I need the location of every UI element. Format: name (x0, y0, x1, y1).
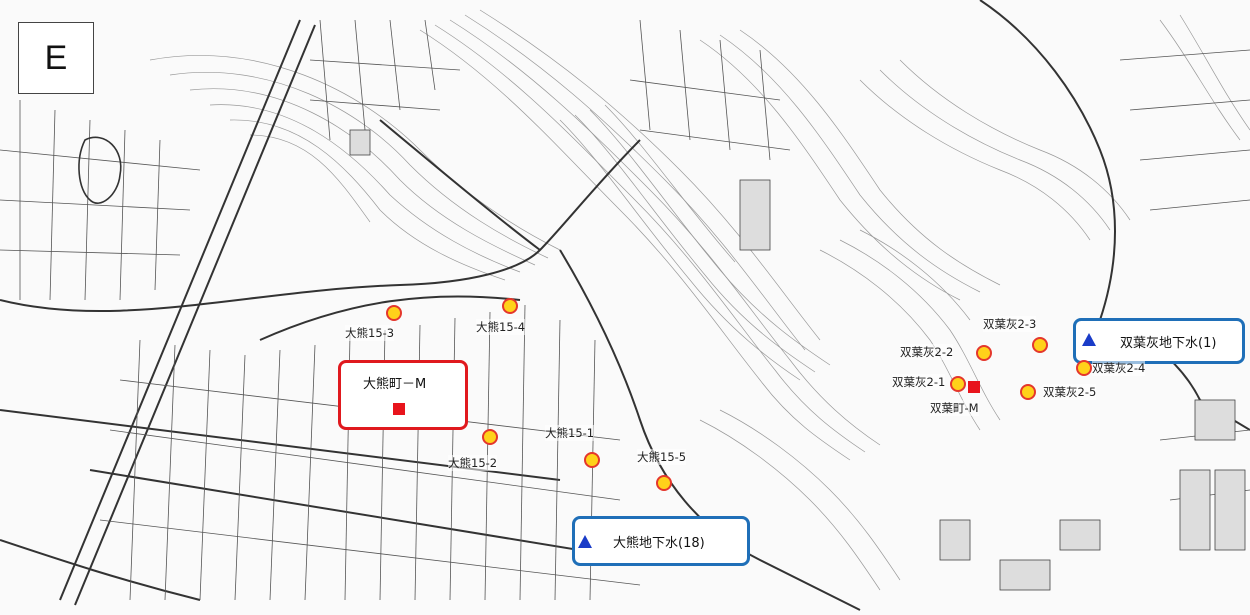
secondary-site-label: 双葉町-M (930, 400, 979, 416)
triangle-marker-icon (578, 535, 592, 548)
sampling-point-label: 大熊15-2 (448, 455, 498, 471)
circle-marker-icon[interactable] (1032, 337, 1048, 353)
contour-lines (149, 9, 1250, 591)
circle-marker-icon[interactable] (1076, 360, 1092, 376)
pond (78, 136, 122, 204)
sampling-point-label: 大熊15-1 (545, 425, 595, 441)
main-site-label: 大熊町－M (363, 377, 427, 392)
main-site-callout[interactable]: 大熊町－M (338, 360, 468, 430)
field-parcels (0, 19, 1250, 601)
circle-marker-icon[interactable] (584, 452, 600, 468)
sampling-point-label: 双葉灰2-4 (1092, 360, 1146, 376)
triangle-marker-icon (1082, 333, 1096, 346)
groundwater-callout-futaba[interactable]: 双葉灰地下水(1) (1073, 318, 1245, 364)
circle-marker-icon[interactable] (502, 298, 518, 314)
circle-marker-icon[interactable] (386, 305, 402, 321)
square-marker-icon[interactable] (968, 381, 980, 393)
circle-marker-icon[interactable] (950, 376, 966, 392)
circle-marker-icon[interactable] (976, 345, 992, 361)
sampling-point-label: 双葉灰2-1 (892, 374, 946, 390)
buildings (349, 129, 1246, 591)
sampling-point-label: 大熊15-5 (637, 449, 687, 465)
groundwater-label-futaba: 双葉灰地下水(1) (1120, 336, 1217, 351)
sampling-point-label: 双葉灰2-3 (983, 316, 1037, 332)
sampling-point-label: 双葉灰2-2 (900, 344, 954, 360)
sampling-point-label: 大熊15-3 (345, 325, 395, 341)
sampling-point-label: 双葉灰2-5 (1043, 384, 1097, 400)
groundwater-label-okuma: 大熊地下水(18) (613, 536, 705, 551)
square-marker-icon (393, 403, 405, 415)
map-sheet-label: E (18, 22, 94, 94)
sampling-point-label: 大熊15-4 (476, 319, 526, 335)
circle-marker-icon[interactable] (656, 475, 672, 491)
groundwater-callout-okuma[interactable]: 大熊地下水(18) (572, 516, 750, 566)
circle-marker-icon[interactable] (1020, 384, 1036, 400)
circle-marker-icon[interactable] (482, 429, 498, 445)
